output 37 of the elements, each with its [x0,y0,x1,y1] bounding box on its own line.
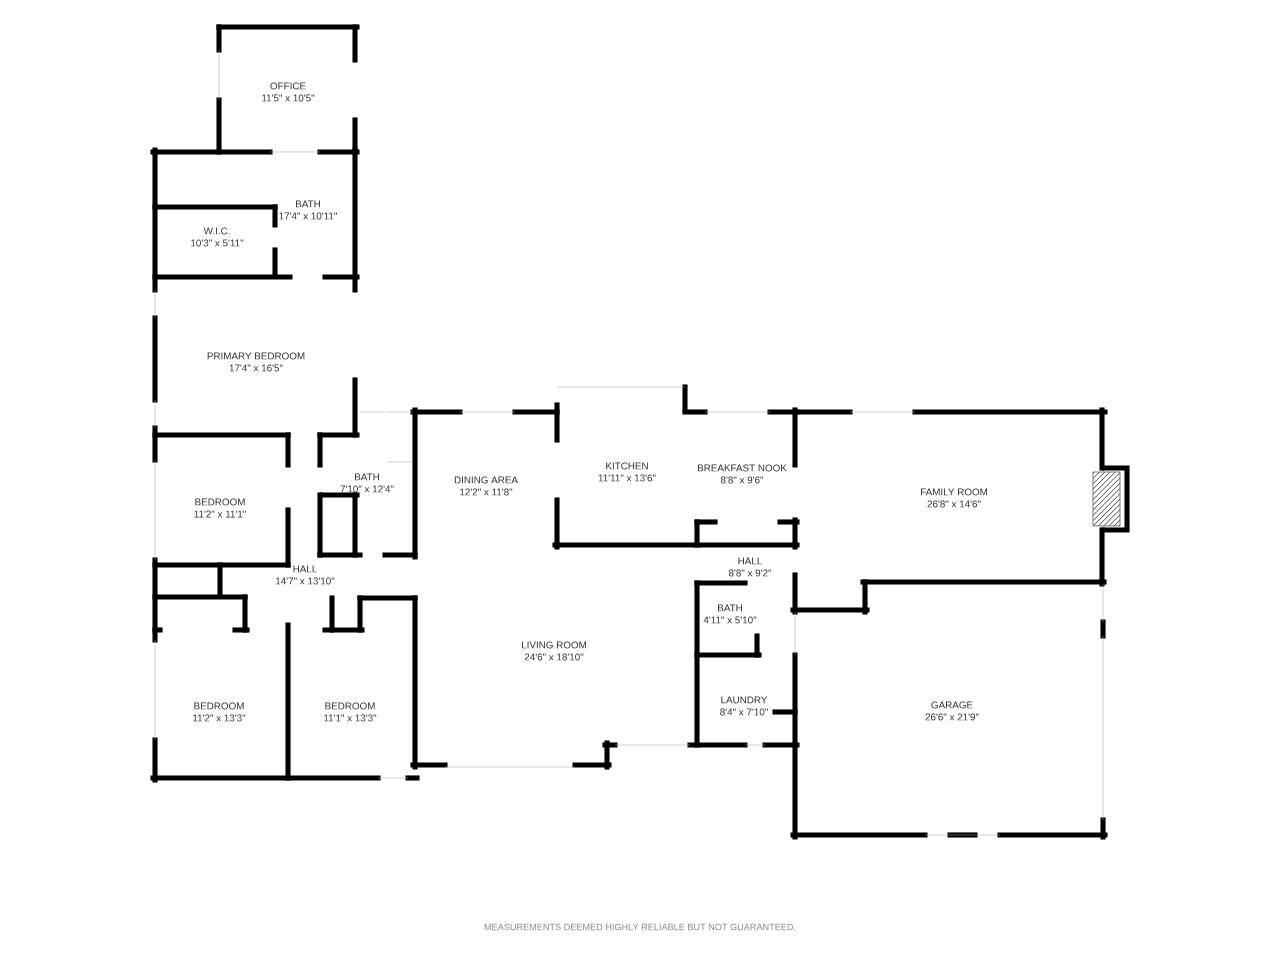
room-dimensions: 8'8" x 9'2" [728,569,772,577]
room-name: LAUNDRY [721,696,768,704]
room-name: DINING AREA [454,476,518,484]
room-name: LIVING ROOM [522,641,586,649]
room-dimensions: 24'6" x 18'10" [524,653,584,661]
room-name: BATH [355,473,379,481]
room-name: BREAKFAST NOOK [697,464,787,472]
room-name: W.I.C. [203,227,230,235]
room-dimensions: 17'4" x 16'5" [229,364,283,372]
room-name: KITCHEN [606,462,648,470]
room-name: BEDROOM [195,498,245,506]
room-dimensions: 11'5" x 10'5" [262,94,315,102]
room-name: OFFICE [270,82,306,90]
room-dimensions: 10'3" x 5'11" [191,239,244,247]
room-name: HALL [293,565,317,573]
room-name: BEDROOM [194,702,244,710]
room-name: GARAGE [931,701,973,709]
room-name: BATH [296,200,320,208]
room-dimensions: 4'11" x 5'10" [703,616,757,624]
room-name: FAMILY ROOM [921,488,987,496]
room-name: PRIMARY BEDROOM [207,352,305,360]
room-dimensions: 7'10" x 12'4" [340,485,394,493]
room-name: HALL [738,557,762,565]
footer-note: MEASUREMENTS DEEMED HIGHLY RELIABLE BUT NOT GUARANTEED. [484,923,796,931]
room-dimensions: 11'11" x 13'6" [598,474,656,482]
room-dimensions: 14'7" x 13'10" [276,577,335,585]
room-dimensions: 26'8" x 14'6" [927,500,981,508]
room-dimensions: 8'8" x 9'6" [720,476,764,484]
room-dimensions: 8'4" x 7'10" [720,708,768,716]
room-name: BEDROOM [325,702,375,710]
room-dimensions: 11'2" x 13'3" [193,714,246,722]
room-dimensions: 11'1" x 13'3" [324,714,377,722]
room-name: BATH [718,604,742,612]
room-dimensions: 11'2" x 11'1" [194,510,246,518]
room-dimensions: 26'6" x 21'9" [925,713,979,721]
room-dimensions: 12'2" x 11'8" [460,488,513,496]
room-dimensions: 17'4" x 10'11" [279,212,337,220]
